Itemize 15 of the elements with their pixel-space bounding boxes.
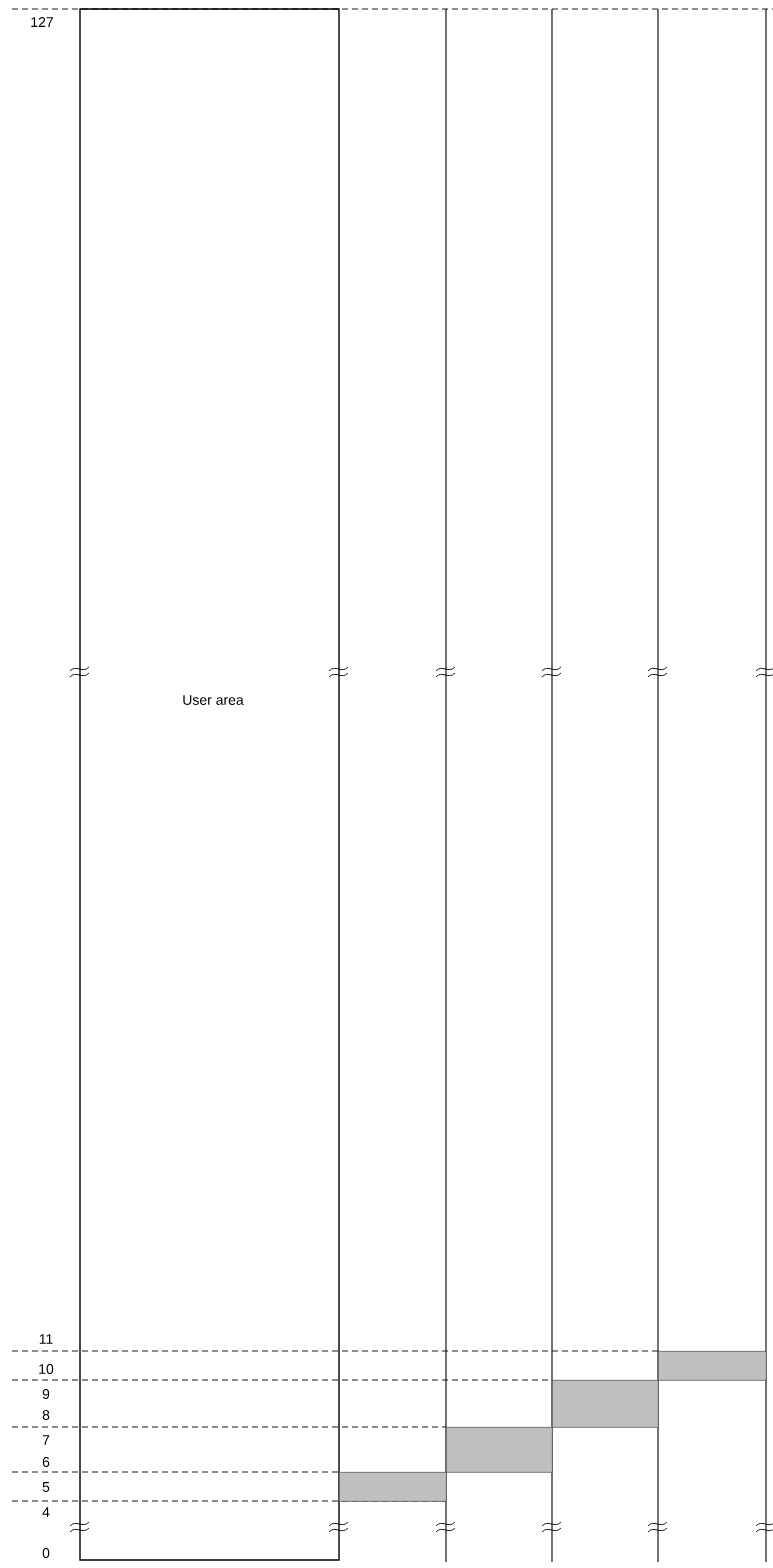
- address-number: 5: [42, 1482, 50, 1492]
- address-number: 11: [39, 1334, 53, 1344]
- address-number: 6: [42, 1457, 50, 1467]
- address-number: 9: [42, 1389, 50, 1399]
- shaded-block: [446, 1427, 553, 1473]
- shaded-block: [552, 1380, 659, 1428]
- shaded-block: [658, 1351, 767, 1381]
- memory-block: User area: [79, 8, 340, 1561]
- address-number: 0: [42, 1548, 50, 1558]
- address-number: 8: [42, 1410, 50, 1420]
- shaded-block: [339, 1472, 447, 1502]
- address-number: 10: [39, 1364, 54, 1374]
- address-number: 127: [31, 17, 53, 27]
- address-number: 7: [42, 1435, 50, 1445]
- address-number: 4: [42, 1507, 50, 1517]
